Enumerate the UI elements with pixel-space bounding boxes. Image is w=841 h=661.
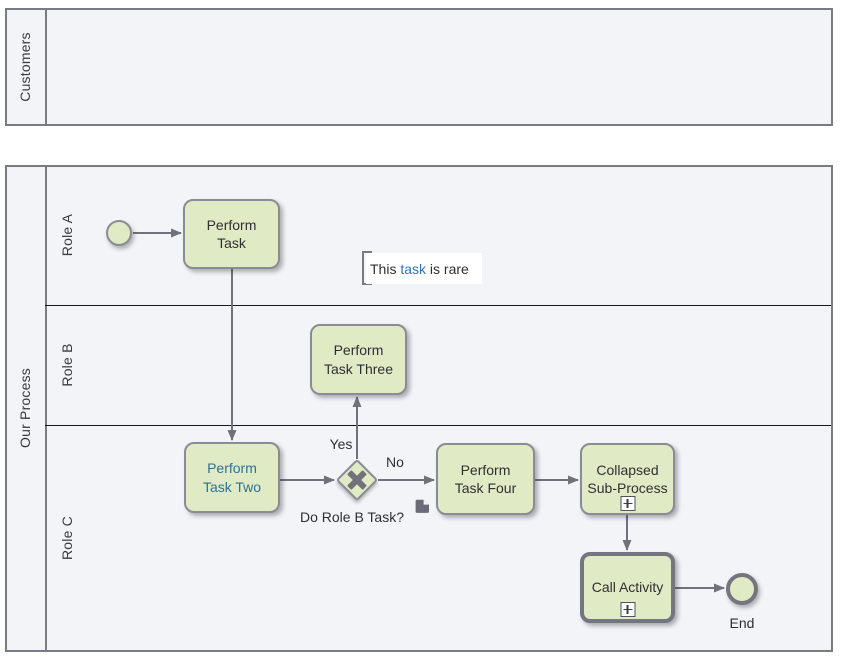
- gateway-label: Do Role B Task?: [299, 509, 405, 525]
- task-perform-task-three[interactable]: Perform Task Three: [310, 324, 407, 395]
- collapsed-subprocess[interactable]: Collapsed Sub-Process: [580, 443, 675, 515]
- end-event[interactable]: [726, 573, 758, 605]
- annotation-task-link[interactable]: task: [400, 260, 427, 277]
- task-perform-task[interactable]: Perform Task: [183, 199, 280, 269]
- lane-divider-a-b: [45, 305, 831, 306]
- task-perform-task-label: Perform Task: [206, 216, 257, 251]
- task-perform-task-four-label: Perform Task Four: [454, 461, 517, 496]
- call-activity-label: Call Activity: [591, 579, 664, 596]
- pool-customers[interactable]: [5, 8, 833, 126]
- task-perform-task-three-label: Perform Task Three: [324, 342, 393, 377]
- collapsed-subprocess-label: Collapsed Sub-Process: [587, 461, 668, 496]
- flow-label-no: No: [386, 454, 404, 470]
- pool-customers-label-band: [7, 10, 47, 124]
- annotation-text-before: This: [370, 260, 401, 277]
- pool-our-process-label-band: [7, 167, 47, 650]
- lane-divider-b-c: [45, 425, 831, 426]
- start-event[interactable]: [106, 220, 132, 246]
- document-icon: [415, 499, 429, 513]
- end-event-label: End: [729, 615, 755, 631]
- task-perform-task-four[interactable]: Perform Task Four: [436, 443, 535, 515]
- task-perform-task-two[interactable]: Perform Task Two: [184, 442, 280, 513]
- text-annotation[interactable]: This task is rare: [366, 253, 482, 284]
- flow-label-yes: Yes: [329, 436, 353, 452]
- pool-our-process[interactable]: [5, 165, 833, 652]
- task-perform-task-two-label: Perform Task Two: [202, 460, 262, 495]
- annotation-text-after: is rare: [426, 260, 469, 277]
- text-annotation-bracket: [362, 251, 372, 285]
- subprocess-expand-plus-icon[interactable]: [620, 496, 635, 511]
- call-activity[interactable]: Call Activity: [580, 552, 675, 623]
- gateway-x-icon: [346, 469, 368, 491]
- exclusive-gateway[interactable]: [335, 458, 379, 502]
- call-activity-plus-icon[interactable]: [620, 602, 635, 617]
